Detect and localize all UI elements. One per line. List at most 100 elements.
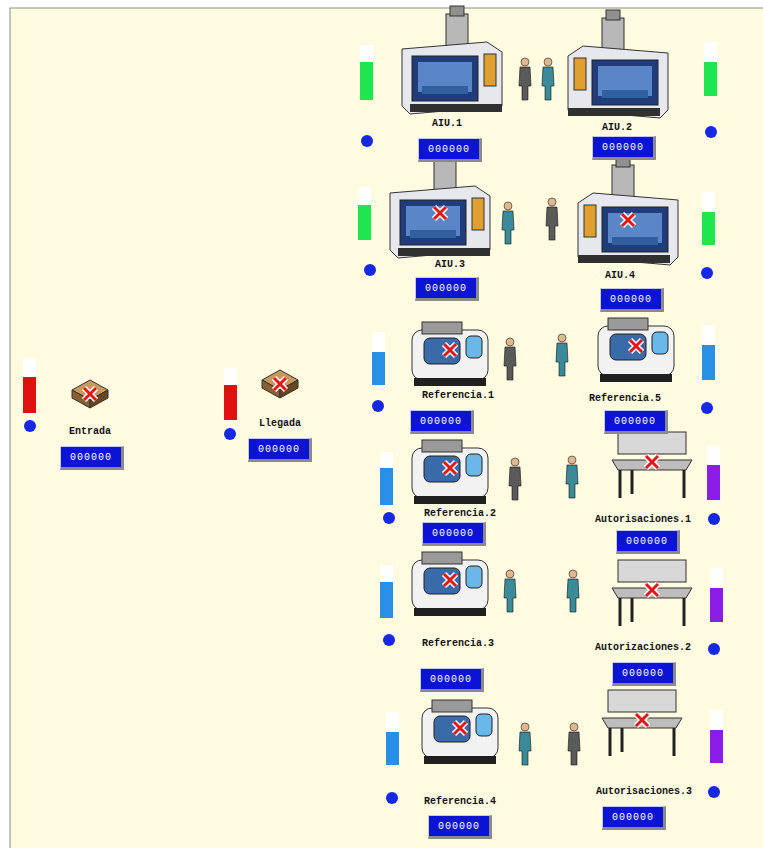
level-bar [380,565,393,618]
level-bar [23,358,36,413]
worker-figure [556,334,568,376]
counter-value: 000000 [258,444,300,455]
counter-value: 000000 [612,812,654,823]
level-bar [707,446,720,500]
down-mark [646,456,658,468]
location-name: Referencia.1 [422,390,494,402]
milling-machine [578,157,678,265]
counter-box: 000000 [604,410,668,434]
counter-box: 000000 [248,438,312,462]
worker-figure [519,723,531,765]
location-counter: Referencia.2000000 [422,522,486,546]
level-bar [710,710,723,763]
down-mark [622,214,634,226]
location-name: Referencia.2 [424,508,496,520]
down-mark [444,462,456,474]
location-name: Autorisaciones.3 [596,786,692,798]
counter-box: 000000 [592,136,656,160]
level-bar [358,187,371,240]
work-bench [602,690,682,756]
status-dot [24,420,36,432]
status-dot [705,126,717,138]
work-bench [612,560,692,626]
part-box [72,380,108,408]
status-dot [701,267,713,279]
location-name: AIU.4 [605,270,635,282]
worker-figure [509,458,521,500]
counter-box: 000000 [602,806,666,830]
down-mark [646,584,658,596]
counter-value: 000000 [428,144,470,155]
status-dot [361,135,373,147]
down-mark [636,714,648,726]
status-dot [364,264,376,276]
status-dot [372,400,384,412]
level-bar [710,568,723,622]
worker-figure [567,570,579,612]
counter-box: 000000 [418,138,482,162]
counter-box: 000000 [60,446,124,470]
counter-box: 000000 [415,277,479,301]
counter-box: 000000 [600,288,664,312]
worker-figure [566,456,578,498]
status-dot [708,643,720,655]
counter-box: 000000 [612,662,676,686]
counter-value: 000000 [430,674,472,685]
level-bar [702,192,715,245]
lathe-machine [412,552,488,616]
location-counter: Autorisaciones.1000000 [616,530,680,554]
down-mark [444,574,456,586]
location-counter: AIU.1000000 [418,138,482,162]
down-mark [84,388,96,400]
lathe-machine [598,318,674,382]
milling-machine [568,10,668,118]
location-counter: Llegada000000 [248,438,312,462]
counter-box: 000000 [420,668,484,692]
status-dot [383,634,395,646]
counter-value: 000000 [622,668,664,679]
worker-figure [504,570,516,612]
level-bar [380,452,393,505]
location-name: Autorizaciones.2 [595,642,691,654]
status-dot [383,512,395,524]
location-counter: Referencia.3000000 [420,668,484,692]
location-counter: Referencia.4000000 [428,815,492,839]
counter-box: 000000 [410,410,474,434]
counter-value: 000000 [70,452,112,463]
worker-figure [568,723,580,765]
down-mark [274,378,286,390]
level-bar [224,368,237,420]
location-name: Autorisaciones.1 [595,514,691,526]
canvas-ground [10,8,763,848]
down-mark [454,722,466,734]
counter-box: 000000 [422,522,486,546]
lathe-machine [412,322,488,386]
worker-figure [519,58,531,100]
location-name: AIU.1 [432,118,462,130]
down-mark [444,344,456,356]
counter-box: 000000 [616,530,680,554]
down-mark [434,207,446,219]
location-counter: Referencia.5000000 [604,410,668,434]
location-counter: Entrada000000 [60,446,124,470]
counter-value: 000000 [420,416,462,427]
level-bar [702,325,715,380]
counter-value: 000000 [610,294,652,305]
worker-figure [546,198,558,240]
worker-figure [504,338,516,380]
location-counter: AIU.2000000 [592,136,656,160]
down-mark [630,340,642,352]
lathe-machine [412,440,488,504]
part-box [262,370,298,398]
level-bar [360,45,373,100]
counter-box: 000000 [428,815,492,839]
status-dot [708,786,720,798]
location-name: Entrada [69,426,111,438]
location-counter: AIU.4000000 [600,288,664,312]
location-counter: AIU.3000000 [415,277,479,301]
counter-value: 000000 [425,283,467,294]
level-bar [386,712,399,765]
counter-value: 000000 [614,416,656,427]
counter-value: 000000 [602,142,644,153]
